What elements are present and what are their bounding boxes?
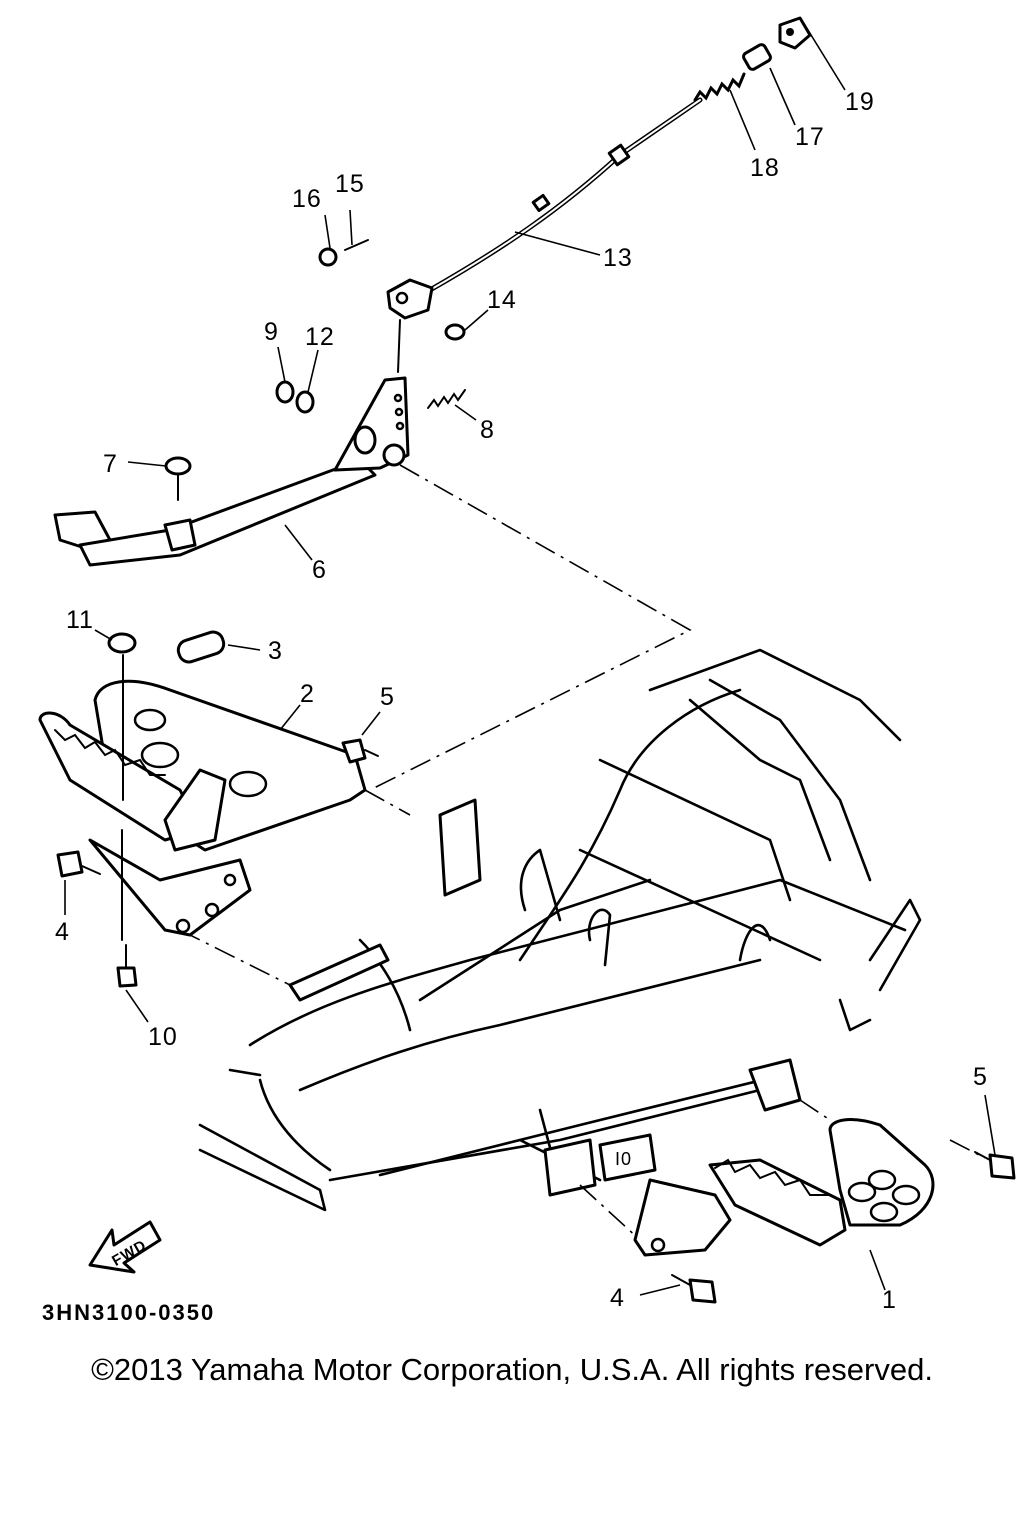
callout-5-left: 5: [380, 683, 395, 711]
left-footrest-assembly: [38, 630, 379, 988]
svg-text:I0: I0: [615, 1149, 632, 1169]
callout-1: 1: [882, 1286, 897, 1314]
callout-5-right: 5: [973, 1063, 988, 1091]
callout-leaders: [64, 21, 996, 1296]
callout-2: 2: [300, 680, 315, 708]
chassis-frame: I0: [198, 648, 922, 1212]
callout-9: 9: [264, 318, 279, 346]
callout-17: 17: [795, 123, 825, 151]
copyright-notice: ©2013 Yamaha Motor Corporation, U.S.A. A…: [91, 1352, 933, 1387]
callout-13: 13: [603, 244, 633, 272]
callout-4-left: 4: [55, 918, 70, 946]
callout-7: 7: [103, 450, 118, 478]
callout-19: 19: [845, 88, 875, 116]
callout-10: 10: [148, 1023, 178, 1051]
diagram-code: 3HN3100-0350: [42, 1300, 216, 1325]
callout-15: 15: [335, 170, 365, 198]
callout-12: 12: [305, 323, 335, 351]
callout-6: 6: [312, 556, 327, 584]
right-footrest-assembly: [633, 1118, 1016, 1304]
callout-16: 16: [292, 185, 322, 213]
callout-11: 11: [66, 606, 94, 634]
callout-18: 18: [750, 154, 780, 182]
callout-8: 8: [480, 416, 495, 444]
callout-4-right: 4: [610, 1284, 625, 1312]
assembly-guide-lines: [179, 464, 986, 1241]
exploded-parts-diagram: I0: [38, 16, 1016, 1314]
callout-3: 3: [268, 637, 283, 665]
brake-pedal-assembly: [53, 319, 466, 567]
callout-numbers: 19 17 18 15 16 13 14 9 12 8 7 6 11 3 2 5…: [55, 88, 988, 1314]
brake-rod-assembly: [318, 16, 812, 341]
forward-direction-arrow: FWD: [88, 1220, 162, 1274]
callout-14: 14: [487, 286, 517, 314]
